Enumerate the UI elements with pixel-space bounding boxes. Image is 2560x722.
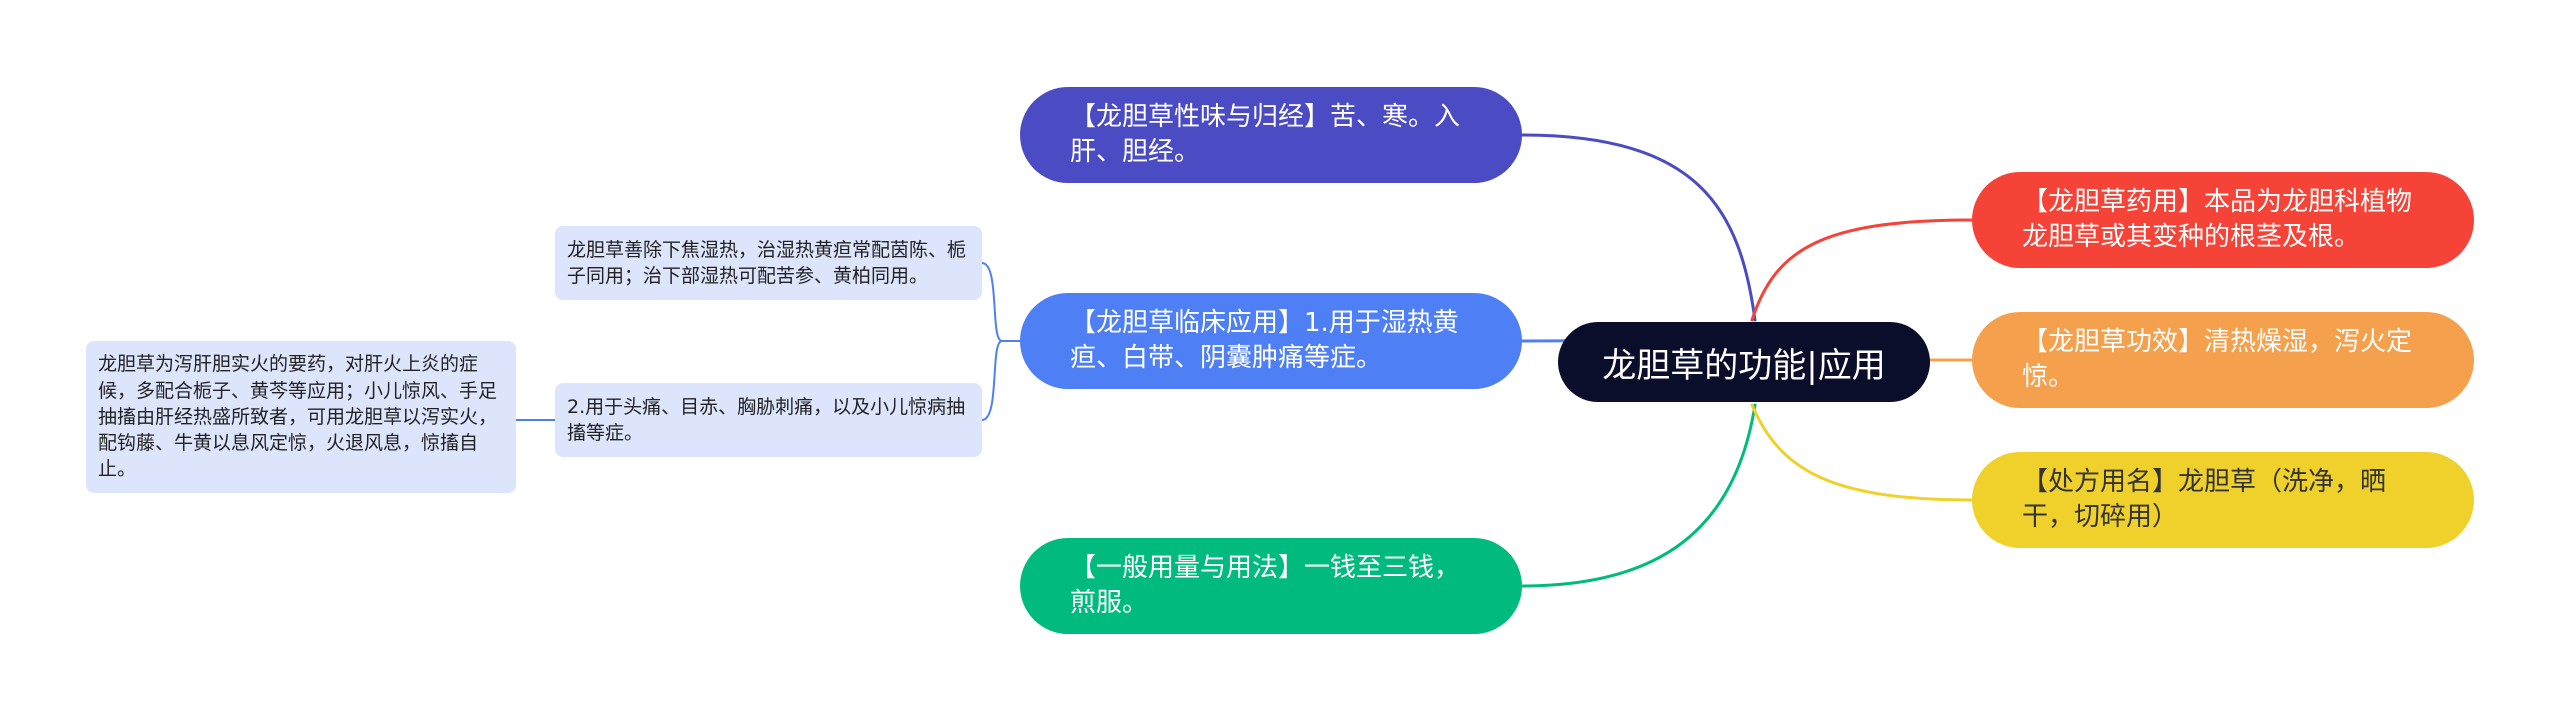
topic-gongxiao[interactable]: 【龙胆草功效】清热燥湿，泻火定惊。 bbox=[1972, 312, 2474, 408]
connector-yaoyong bbox=[1750, 218, 1974, 322]
subtopic-toutong-muchi[interactable]: 2.用于头痛、目赤、胸胁刺痛，以及小儿惊病抽搐等症。 bbox=[555, 383, 982, 457]
root-topic-label: 龙胆草的功能|应用 bbox=[1602, 345, 1886, 386]
topic-gongxiao-label: 【龙胆草功效】清热燥湿，泻火定惊。 bbox=[2022, 326, 2413, 392]
connector-xingwei bbox=[1520, 133, 1757, 322]
topic-chufang-yongming-label: 【处方用名】龙胆草（洗净，晒干，切碎用） bbox=[2022, 466, 2387, 532]
connector-chufang bbox=[1750, 403, 1974, 502]
connector-c1 bbox=[981, 262, 1021, 342]
topic-chufang-yongming[interactable]: 【处方用名】龙胆草（洗净，晒干，切碎用） bbox=[1972, 452, 2474, 548]
topic-yaoyong-label: 【龙胆草药用】本品为龙胆科植物龙胆草或其变种的根茎及根。 bbox=[2022, 186, 2413, 252]
detail-xiegan-shihuo[interactable]: 龙胆草为泻肝胆实火的要药，对肝火上炎的症候，多配合栀子、黄芩等应用；小儿惊风、手… bbox=[86, 341, 516, 493]
connector-yongliang bbox=[1520, 403, 1757, 588]
topic-xingwei-guijing-label: 【龙胆草性味与归经】苦、寒。入肝、胆经。 bbox=[1070, 101, 1461, 167]
topic-linchuang-yingyong[interactable]: 【龙胆草临床应用】1.用于湿热黄疸、白带、阴囊肿痛等症。 bbox=[1020, 293, 1522, 389]
topic-yongliang-yongfa-label: 【一般用量与用法】一钱至三钱，煎服。 bbox=[1070, 552, 1461, 618]
subtopic-xiajiao-shire[interactable]: 龙胆草善除下焦湿热，治湿热黄疸常配茵陈、栀子同用；治下部湿热可配苦参、黄柏同用。 bbox=[555, 226, 982, 300]
root-topic[interactable]: 龙胆草的功能|应用 bbox=[1558, 322, 1930, 402]
subtopic-toutong-muchi-label: 2.用于头痛、目赤、胸胁刺痛，以及小儿惊病抽搐等症。 bbox=[567, 395, 966, 444]
topic-linchuang-yingyong-label: 【龙胆草临床应用】1.用于湿热黄疸、白带、阴囊肿痛等症。 bbox=[1070, 307, 1459, 373]
detail-xiegan-shihuo-label: 龙胆草为泻肝胆实火的要药，对肝火上炎的症候，多配合栀子、黄芩等应用；小儿惊风、手… bbox=[98, 353, 498, 481]
topic-yongliang-yongfa[interactable]: 【一般用量与用法】一钱至三钱，煎服。 bbox=[1020, 538, 1522, 634]
topic-yaoyong[interactable]: 【龙胆草药用】本品为龙胆科植物龙胆草或其变种的根茎及根。 bbox=[1972, 172, 2474, 268]
topic-xingwei-guijing[interactable]: 【龙胆草性味与归经】苦、寒。入肝、胆经。 bbox=[1020, 87, 1522, 183]
subtopic-xiajiao-shire-label: 龙胆草善除下焦湿热，治湿热黄疸常配茵陈、栀子同用；治下部湿热可配苦参、黄柏同用。 bbox=[567, 238, 967, 287]
connector-c2 bbox=[981, 340, 1021, 421]
